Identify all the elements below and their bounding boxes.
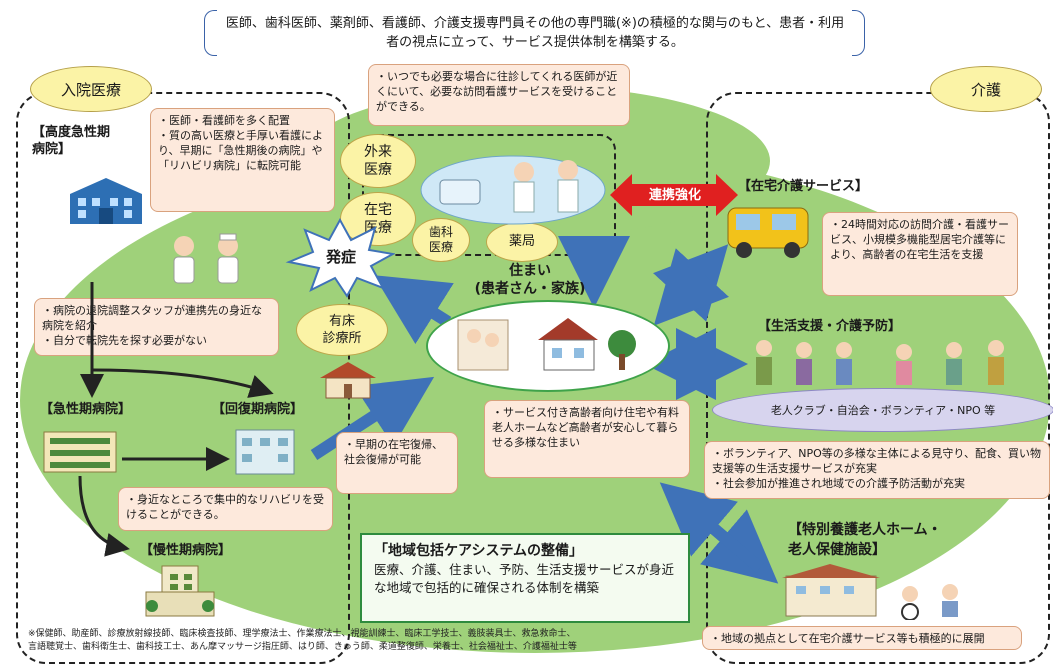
acute-hospital-icon — [43, 431, 117, 473]
clinic-house-icon — [320, 362, 376, 399]
rehab-hospital-icon — [235, 429, 295, 475]
home-care-note: ・24時間対応の訪問介護・看護サービス、小規模多機能型居宅介護等により、高齢者の… — [822, 212, 1018, 296]
summary-box: 「地域包括ケアシステムの整備」 医療、介護、住まい、予防、生活支援サービスが身近… — [360, 533, 690, 623]
npo-oval: 老人クラブ・自治会・ボランティア・NPO 等 — [712, 388, 1053, 432]
pharmacy-bubble: 薬局 — [486, 222, 558, 262]
life-support-title: 【生活支援・介護予防】 — [758, 319, 902, 334]
doctors-visit-illustration — [420, 155, 606, 225]
header-bracket-left — [204, 10, 217, 56]
summary-body: 医療、介護、住まい、予防、生活支援サービスが身近な地域で包括的に確保される体制を… — [374, 562, 675, 595]
discharge-note: ・病院の退院調整スタッフが連携先の身近な病院を紹介 ・自分で転院先を探す必要がな… — [34, 298, 279, 356]
cooperation-label: 連携強化 — [648, 188, 701, 203]
return-home-note: ・早期の在宅復帰、社会復帰が可能 — [336, 432, 458, 494]
care-label: 介護 — [930, 66, 1042, 112]
inpatient-label: 入院医療 — [30, 66, 152, 112]
header-statement: 医師、歯科医師、薬剤師、看護師、介護支援専門員その他の専門職(※)の積極的な関与… — [225, 16, 845, 50]
chronic-hospital-title: 【慢性期病院】 — [140, 543, 232, 558]
home-medical-bubble: 在宅 医療 — [340, 192, 416, 246]
acute-high-hospital-title: 【高度急性期 病院】 — [32, 125, 111, 157]
medical-staff-icon — [173, 233, 239, 284]
home-title: 住まい (患者さん・家族) — [474, 263, 586, 297]
rehab-hospital-title: 【回復期病院】 — [212, 402, 304, 417]
cooperation-arrow-icon — [610, 174, 738, 216]
high-acute-hospital-icon — [70, 178, 142, 224]
dental-bubble: 歯科 医療 — [412, 218, 470, 262]
footnote: ※保健師、助産師、診療放射線技師、臨床検査技師、理学療法士、作業療法士、視能訓練… — [28, 629, 577, 652]
housing-note: ・サービス付き高齢者向け住宅や有料老人ホームなど高齢者が安心して暮らせる多様な住… — [484, 400, 690, 478]
onset-burst-icon — [285, 218, 395, 298]
onset-label: 発症 — [325, 248, 356, 266]
staff-note: ・医師・看護師を多く配置 ・質の高い医療と手厚い看護により、早期に「急性期後の病… — [150, 108, 335, 212]
clinic-bubble: 有床 診療所 — [296, 304, 388, 356]
facility-note: ・地域の拠点として在宅介護サービス等も積極的に展開 — [702, 626, 1022, 650]
home-visit-note: ・いつでも必要な場合に往診してくれる医師が近くにいて、必要な訪問看護サービスを受… — [368, 64, 630, 126]
rehab-note: ・身近なところで集中的なリハビリを受けることができる。 — [118, 487, 333, 531]
acute-hospital-title: 【急性期病院】 — [40, 402, 132, 417]
chronic-hospital-icon — [145, 565, 215, 617]
life-support-note: ・ボランティア、NPO等の多様な主体による見守り、配食、買い物支援等の生活支援サ… — [704, 441, 1050, 499]
nursing-facility-illustration — [782, 564, 958, 620]
home-family-illustration — [457, 318, 636, 371]
nursing-facility-title: 【特別養護老人ホーム・ 老人保健施設】 — [788, 522, 942, 558]
home-care-title: 【在宅介護サービス】 — [738, 179, 869, 194]
community-people-illustration — [756, 340, 1004, 385]
summary-title: 「地域包括ケアシステムの整備」 — [374, 543, 584, 559]
care-vehicle-icon — [727, 207, 809, 258]
outpatient-bubble: 外来 医療 — [340, 134, 416, 188]
